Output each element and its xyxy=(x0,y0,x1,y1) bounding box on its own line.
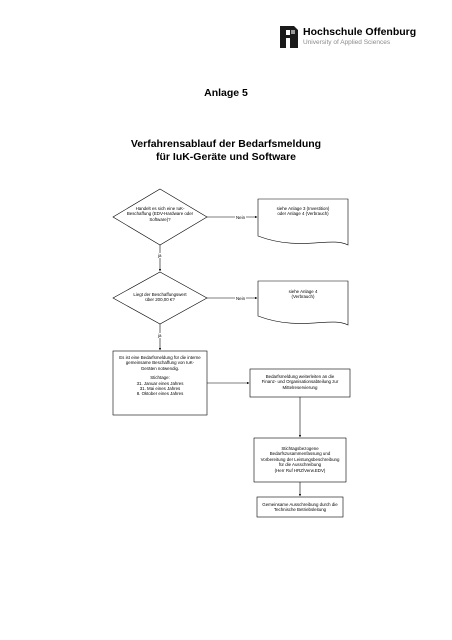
document-2-shape xyxy=(257,280,349,326)
annex-heading: Anlage 5 xyxy=(204,87,248,99)
university-logo: Hochschule Offenburg University of Appli… xyxy=(276,22,436,54)
document-1-line: oder Anlage 4 (Verbrauch) xyxy=(277,211,329,217)
process-box-1-line: Geräten notwendig. xyxy=(140,365,180,371)
decision-2-yes-label: ja xyxy=(157,333,163,338)
decision-1-line: Beschaffung (EDV-Hardware oder xyxy=(126,211,194,217)
deadlines-heading: Stichtage: xyxy=(150,375,170,381)
process-box-4-line: Gemeinsame Ausschreibung durch die xyxy=(262,502,338,507)
decision-2: Liegt der Beschaffungswert über 200,00 €… xyxy=(113,292,207,303)
process-box-2-shape xyxy=(249,368,351,398)
document-1-line: siehe Anlage 3 (Investition) xyxy=(276,206,330,211)
title-line-1: Verfahrensablauf der Bedarfsmeldung xyxy=(130,138,322,150)
document-1: siehe Anlage 3 (Investition) oder Anlage… xyxy=(258,206,348,217)
process-box-3: Stichtagsbezogene Bedarfszusammenfassung… xyxy=(254,446,346,473)
deadline-item: 8. Oktober eines Jahres xyxy=(136,391,184,397)
document-1-shape xyxy=(257,198,349,246)
process-box-3-line: (Herr Ruf HRZ/Verw.EDV) xyxy=(274,467,326,473)
decision-1-no-label: Nein xyxy=(235,215,247,220)
decision-2-line: Liegt der Beschaffungswert xyxy=(133,292,187,297)
process-box-2-line: Finanz- und Organisationsabteilung zur xyxy=(261,379,339,385)
process-box-4: Gemeinsame Ausschreibung durch die Techn… xyxy=(257,502,343,513)
title-line-2: für IuK-Geräte und Software xyxy=(155,151,296,163)
document-2: siehe Anlage 4 (Verbrauch) xyxy=(258,289,348,300)
process-box-2-line: Bedarfsmeldung weiterleiten an die xyxy=(265,374,335,379)
process-box-3-line: für die Ausschreibung xyxy=(278,462,322,468)
process-box-1-line: Es ist eine Bedarfsmeldung für die inter… xyxy=(119,355,201,360)
document-2-line: (Verbrauch) xyxy=(291,294,315,300)
process-box-1-shape xyxy=(112,350,208,416)
process-box-4-shape xyxy=(256,496,344,518)
decision-1-line: Handelt es sich eine IuK- xyxy=(135,206,185,211)
decision-2-no-label: Nein xyxy=(235,296,247,301)
logo-name: Hochschule Offenburg xyxy=(303,26,417,38)
process-box-2: Bedarfsmeldung weiterleiten an die Finan… xyxy=(250,374,350,390)
decision-1-yes-label: ja xyxy=(157,253,163,258)
decision-2-line: über 200,00 €? xyxy=(145,297,175,303)
decision-1-line: Software)? xyxy=(149,216,171,222)
process-box-4-line: Technische Betriebsleitung xyxy=(273,507,327,513)
decision-1: Handelt es sich eine IuK- Beschaffung (E… xyxy=(113,206,207,222)
deadline-item: 31. Mai eines Jahres xyxy=(139,386,181,392)
process-box-1: Es ist eine Bedarfsmeldung für die inter… xyxy=(114,355,206,397)
process-box-2-line: Mittelreservierung xyxy=(282,384,318,390)
document-2-line: siehe Anlage 4 xyxy=(288,289,318,294)
logo-mark-icon xyxy=(280,26,298,48)
process-box-1-line: gemeinsame Beschaffung von IuK- xyxy=(125,360,195,366)
process-box-3-line: Bedarfszusammenfassung und xyxy=(269,451,331,457)
logo-subtitle: University of Applied Sciences xyxy=(303,39,391,46)
process-box-3-line: Stichtagsbezogene xyxy=(281,446,319,451)
process-box-3-line: Vorbereitung der Leistungsbeschreibung xyxy=(260,456,340,462)
deadline-item: 31. Januar eines Jahres xyxy=(136,380,184,386)
